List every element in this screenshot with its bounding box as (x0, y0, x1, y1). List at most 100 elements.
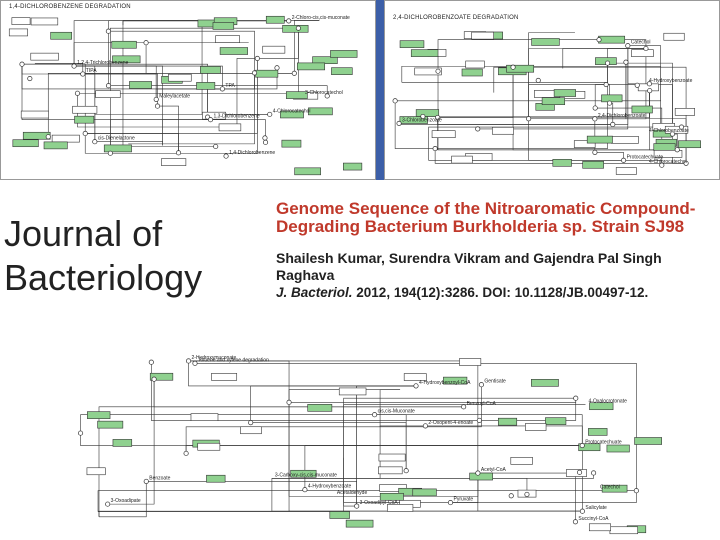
enzyme-box (506, 64, 535, 73)
enzyme-box (606, 444, 630, 453)
pathway-link (343, 457, 357, 507)
compound-node (183, 450, 189, 456)
compound-node (475, 470, 481, 476)
pathway-link (289, 398, 577, 403)
enzyme-box (255, 69, 279, 78)
journal-abbrev: J. Bacteriol. (276, 285, 353, 300)
pathway-link (594, 152, 624, 161)
pathway-link (394, 100, 436, 149)
compound-node (82, 130, 88, 137)
pathway-link (98, 481, 147, 518)
enzyme-box (531, 38, 560, 46)
enzyme-box (414, 67, 442, 76)
compound-node (153, 96, 159, 102)
compound-label: 4-Chlorocatechol (649, 159, 687, 165)
compound-node (633, 488, 639, 494)
journal-name-line1: Journal of (4, 213, 163, 254)
enzyme-box (74, 115, 95, 124)
compound-node (646, 81, 652, 87)
compound-node (592, 149, 598, 155)
compound-node (105, 501, 111, 507)
compound-node (148, 359, 154, 365)
enzyme-box (469, 472, 493, 481)
pathway-map-top-left: 1,4-DICHLOROBENZENE DEGRADATION 1,4-Dich… (0, 0, 376, 180)
pathway-link (80, 433, 583, 446)
pathway-link (128, 72, 255, 145)
enzyme-box (566, 469, 587, 477)
enzyme-box (211, 373, 238, 381)
pathway-map-top-right: 2,4-DICHLOROBENZOATE DEGRADATION 2,4-Dic… (384, 0, 720, 180)
pathway-link (379, 425, 426, 427)
pathway-link (80, 414, 375, 434)
article-title: Genome Sequence of the Nitroaromatic Com… (276, 199, 696, 236)
compound-label: cis-Dienelactone (98, 136, 135, 142)
enzyme-box (30, 52, 59, 61)
enzyme-box (525, 423, 547, 431)
compound-node (678, 124, 685, 130)
compound-node (175, 150, 182, 156)
pathway-link (477, 472, 576, 522)
pathway-link (185, 426, 381, 454)
compound-label: Protocatechuate (585, 440, 622, 446)
enzyme-box (471, 31, 494, 40)
compound-node (262, 139, 269, 145)
compound-node (291, 70, 297, 76)
enzyme-box (281, 139, 302, 148)
pathway-link (250, 422, 407, 471)
pathway-link (97, 490, 637, 512)
compound-node (535, 77, 541, 83)
compound-node (324, 93, 330, 99)
compound-node (248, 420, 254, 426)
compound-label: 4-Hydroxybenzoyl-CoA (419, 380, 471, 386)
compound-node (286, 18, 292, 24)
pathway-link (437, 117, 678, 151)
divider-bar (376, 0, 384, 180)
compound-node (185, 358, 192, 364)
compound-node (524, 491, 530, 497)
pathway-link (34, 63, 84, 75)
pathway-link (153, 379, 464, 408)
enzyme-box (531, 379, 559, 387)
enzyme-box (378, 453, 406, 462)
enzyme-box (112, 439, 133, 447)
compound-label: TIPA (86, 68, 97, 74)
journal-logo: Journal of Bacteriology (4, 212, 202, 300)
pathway-link (236, 58, 258, 128)
pathway-link (450, 490, 637, 503)
article-reference: J. Bacteriol. 2012, 194(12):3286. DOI: 1… (276, 284, 716, 301)
enzyme-box (610, 136, 639, 144)
enzyme-box (51, 134, 80, 143)
enzyme-box (465, 60, 485, 69)
compound-node (223, 153, 229, 159)
pathway-title: 1,4-DICHLOROBENZENE DEGRADATION (9, 4, 131, 10)
enzyme-box (97, 420, 124, 429)
enzyme-box (552, 159, 572, 167)
enzyme-box (379, 492, 404, 501)
enzyme-box (415, 109, 440, 117)
compound-label: Maleylacetate (159, 93, 190, 99)
compound-node (403, 468, 409, 474)
pathway-link (271, 426, 381, 479)
compound-node (286, 399, 292, 405)
enzyme-box (202, 111, 226, 120)
compound-node (192, 360, 198, 366)
enzyme-box (282, 24, 309, 33)
compound-node (476, 417, 482, 423)
enzyme-box (331, 67, 353, 75)
compound-node (262, 135, 268, 141)
enzyme-box (308, 107, 333, 116)
compound-label: TPA (225, 83, 235, 89)
enzyme-box (634, 437, 662, 445)
pathway-link (401, 63, 608, 83)
enzyme-box (112, 55, 141, 64)
compound-node (392, 98, 398, 104)
enzyme-box (240, 426, 262, 435)
enzyme-box (129, 81, 152, 89)
enzyme-box (412, 488, 437, 497)
enzyme-box (588, 523, 611, 532)
compound-label: 3-Oxoadipate (111, 498, 141, 504)
pathway-link (606, 84, 673, 135)
compound-node (683, 160, 689, 166)
pathway-link (250, 385, 417, 423)
